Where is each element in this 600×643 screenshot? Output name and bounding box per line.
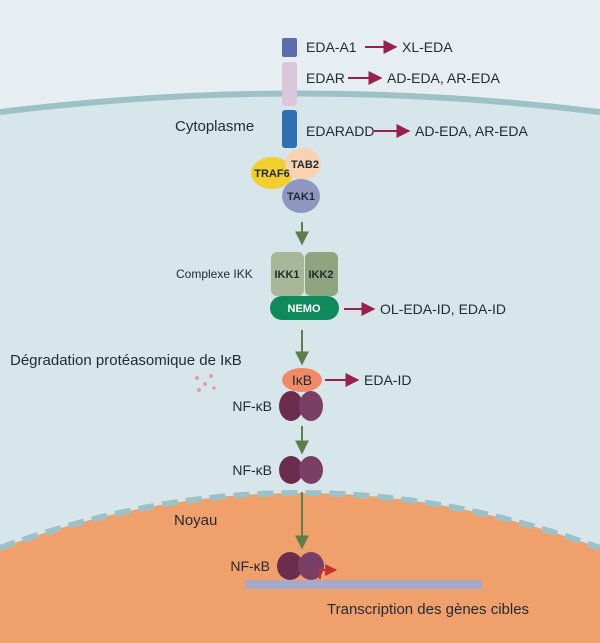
- edaradd-label: EDARADD: [306, 123, 374, 139]
- tab2-label: TAB2: [291, 159, 319, 171]
- ikk2-protein: [305, 252, 338, 296]
- dna-strand: [245, 580, 482, 589]
- nfkb-dimer-bound: [279, 391, 323, 421]
- nfkb-dimer-free: [279, 456, 323, 484]
- nfkb-label-free: NF-κB: [232, 462, 272, 478]
- ikk-complex-label: Complexe IKK: [176, 267, 253, 281]
- promoter-arrow: [319, 564, 338, 579]
- degradation-label: Dégradation protéasomique de IκB: [10, 352, 242, 369]
- ikk1-protein: [271, 252, 304, 296]
- nemo-protein: [270, 296, 339, 320]
- eda-a1-label: EDA-A1: [306, 39, 357, 55]
- disease-nemo: OL-EDA-ID, EDA-ID: [380, 301, 506, 317]
- edar-receptor: [282, 62, 297, 106]
- nfkb-label-bound: NF-κB: [232, 398, 272, 414]
- proteasome-fragments: [195, 374, 216, 392]
- disease-ikb: EDA-ID: [364, 372, 411, 388]
- disease-eda-a1: XL-EDA: [402, 39, 453, 55]
- ikb-protein: [282, 368, 322, 392]
- tab2-protein: [285, 148, 321, 180]
- nfkb-label-nuclear: NF-κB: [230, 558, 270, 574]
- ikk1-label: IKK1: [274, 269, 299, 281]
- disease-edar: AD-EDA, AR-EDA: [387, 70, 500, 86]
- tak1-protein: [282, 179, 320, 213]
- cell-membrane: [0, 90, 600, 115]
- ikb-label: IκB: [292, 372, 312, 388]
- transcription-label: Transcription des gènes cibles: [327, 601, 529, 618]
- traf6-protein: [251, 157, 293, 189]
- edaradd-adaptor: [282, 110, 297, 148]
- tak1-label: TAK1: [287, 191, 315, 203]
- traf6-label: TRAF6: [254, 168, 289, 180]
- eda-a1-ligand: [282, 38, 297, 57]
- ikk2-label: IKK2: [308, 269, 333, 281]
- cytoplasm-label: Cytoplasme: [175, 118, 254, 135]
- disease-edaradd: AD-EDA, AR-EDA: [415, 123, 528, 139]
- nucleus-label: Noyau: [174, 512, 217, 529]
- nfkb-dimer-nuclear: [277, 552, 324, 580]
- nemo-label: NEMO: [288, 303, 321, 315]
- edar-label: EDAR: [306, 70, 345, 86]
